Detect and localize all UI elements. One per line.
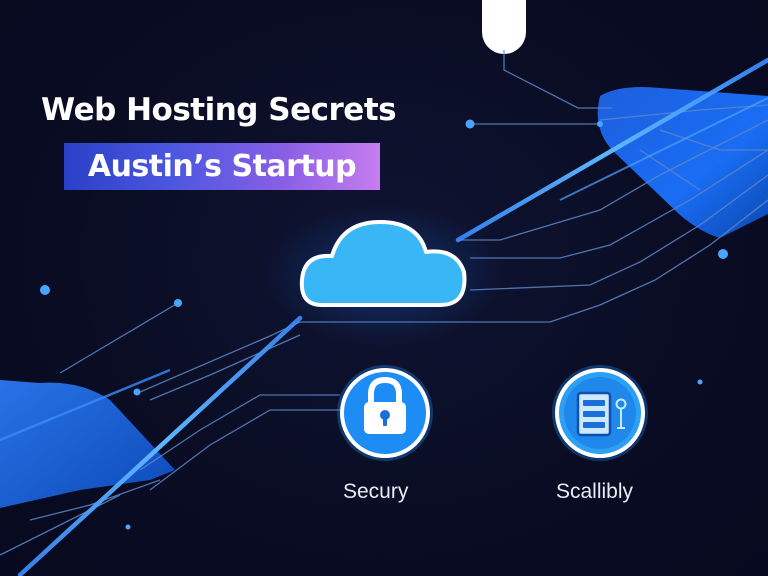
security-label: Secury xyxy=(343,480,409,503)
server-icon xyxy=(552,365,648,461)
data-beam-left xyxy=(0,368,171,442)
data-beam-right xyxy=(559,97,768,201)
subtitle-text: Austin’s Startup xyxy=(87,149,357,184)
data-beam-lower xyxy=(17,315,303,576)
padlock-icon xyxy=(337,365,433,461)
top-pill-shape xyxy=(482,0,526,54)
cloud-icon xyxy=(299,220,467,307)
data-beam-upper xyxy=(455,57,768,243)
subtitle-badge: Austin’s Startup xyxy=(64,143,380,190)
circuit-lines xyxy=(0,50,768,556)
page-title: Web Hosting Secrets xyxy=(41,92,397,128)
right-funnel-shape xyxy=(597,87,768,238)
node-dots xyxy=(40,119,728,530)
scalability-label: Scallibly xyxy=(556,480,634,503)
left-funnel-shape xyxy=(0,380,175,508)
